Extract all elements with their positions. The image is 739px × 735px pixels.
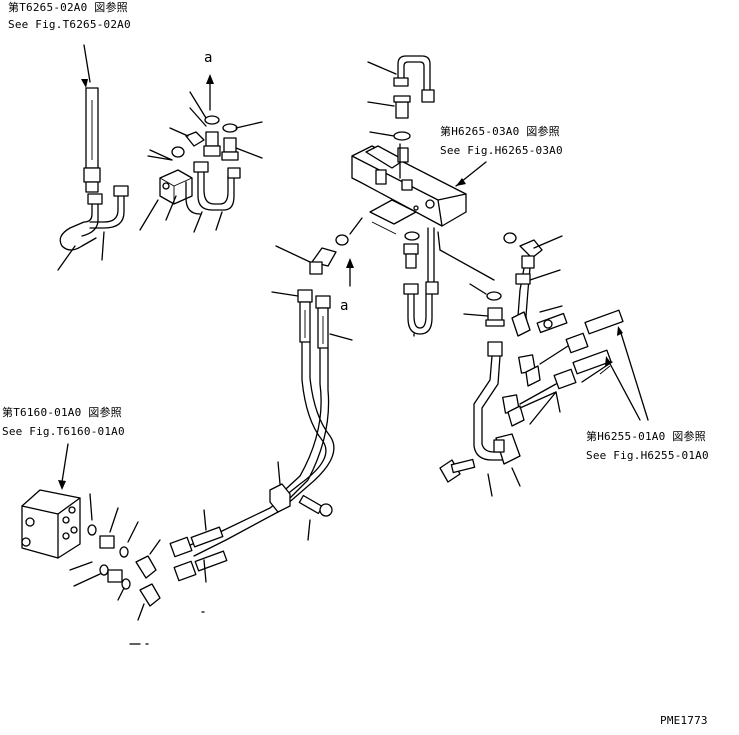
right-reference-leaders [605, 326, 649, 421]
main-manifold [351, 143, 487, 235]
right-hoses [502, 309, 624, 427]
view-a-arrow-top [206, 74, 214, 111]
view-a-arrow-bottom [346, 258, 354, 287]
ref-mid-left-en: See Fig.T6160-01A0 [2, 425, 125, 438]
ref-top-left-en: See Fig.T6265-02A0 [8, 18, 131, 31]
ref-top-center-jp: 第H6265-03A0 図参照 [440, 125, 560, 138]
ref-mid-right-jp: 第H6255-01A0 図参照 [586, 430, 706, 443]
drawing-number: PME1773 [660, 714, 708, 727]
ref-top-left-jp: 第T6265-02A0 図参照 [8, 1, 128, 14]
view-mark-top: a [204, 50, 213, 66]
top-left-u-tube [57, 185, 129, 271]
top-center-tube [367, 55, 435, 141]
view-mark-bottom: a [340, 298, 349, 314]
manifold-left-fittings [275, 217, 363, 275]
ref-mid-left-jp: 第T6160-01A0 図参照 [2, 406, 122, 419]
ref-top-center-en: See Fig.H6265-03A0 [440, 144, 563, 157]
ref-mid-right-en: See Fig.H6255-01A0 [586, 449, 709, 462]
center-right-fittings [403, 227, 495, 337]
manifold-right-fittings [503, 232, 568, 337]
top-left-block [139, 91, 263, 233]
top-left-hose [81, 44, 101, 193]
lower-left-valve-block [21, 443, 205, 645]
right-vertical-tube [439, 283, 521, 497]
center-hoses [187, 289, 353, 557]
lower-left-hose-ends [169, 509, 228, 583]
